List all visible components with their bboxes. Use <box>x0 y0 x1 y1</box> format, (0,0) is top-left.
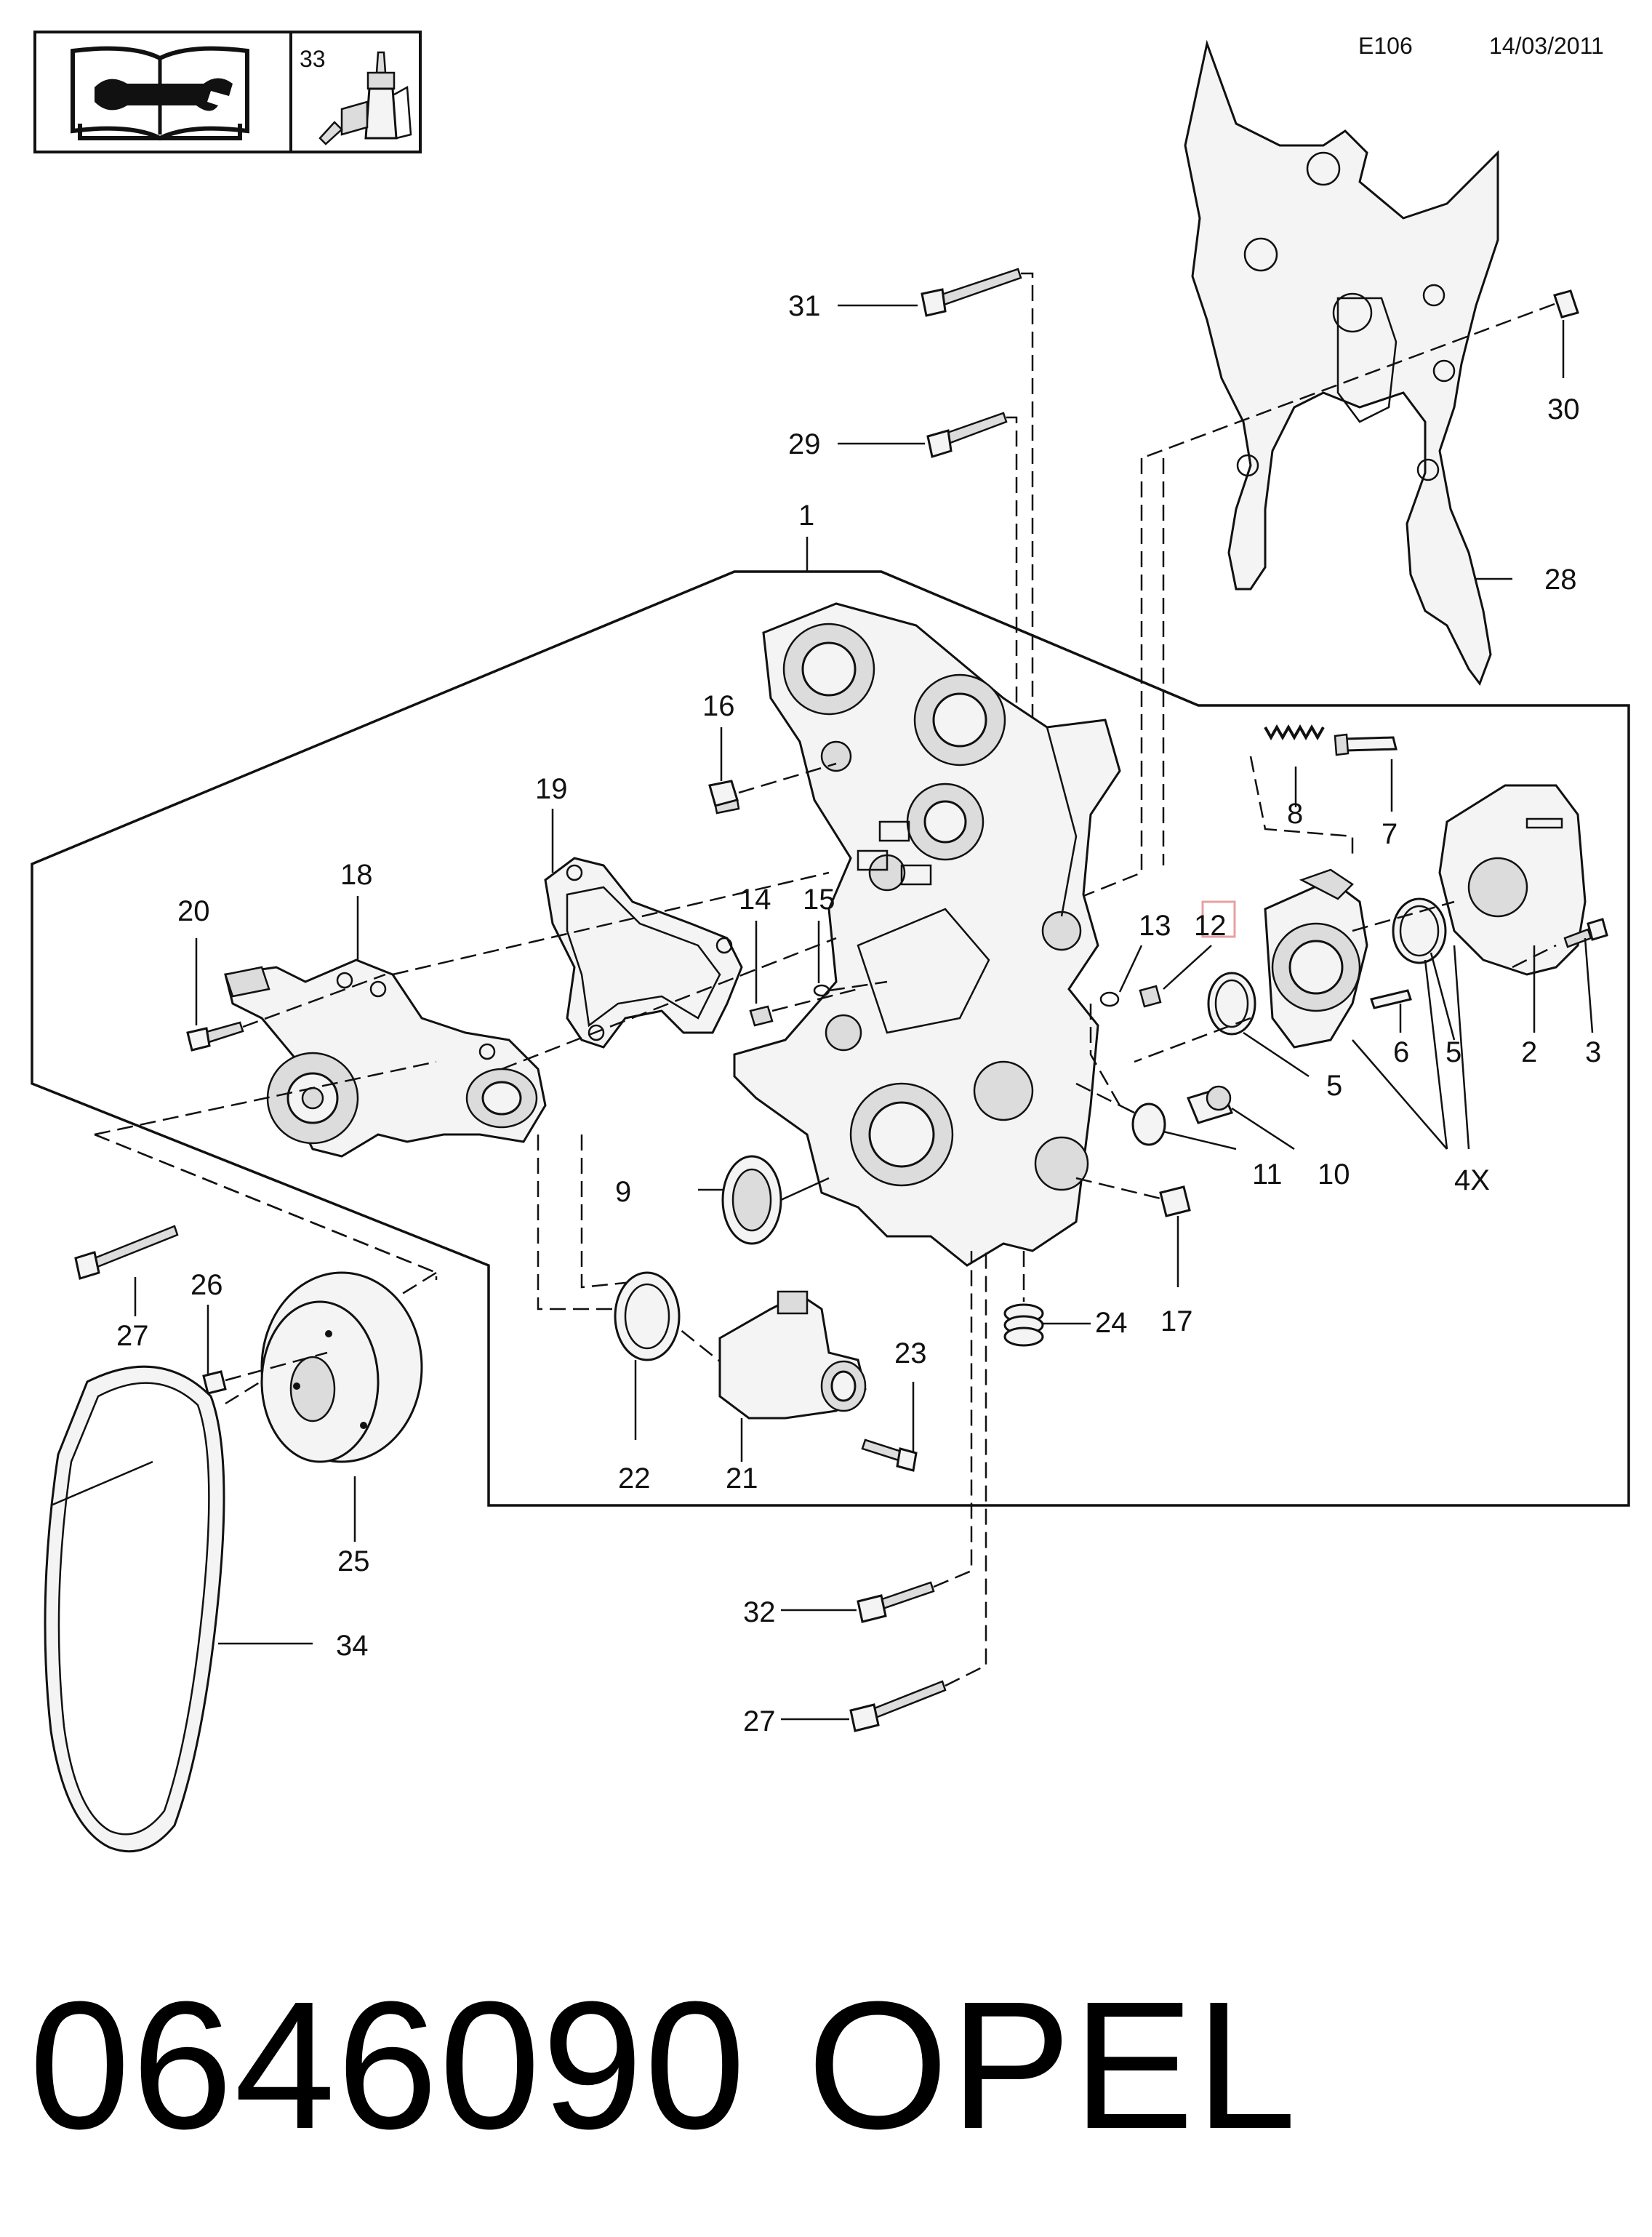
callout-7: 7 <box>1382 818 1398 850</box>
pulley <box>260 1271 423 1463</box>
timing-case <box>733 602 1121 1267</box>
callout-34: 34 <box>336 1630 369 1662</box>
callout-23: 23 <box>894 1337 927 1369</box>
seal-9 <box>721 1155 830 1245</box>
callout-31: 31 <box>788 290 821 322</box>
ring-15 <box>813 980 888 997</box>
insert-24 <box>1003 1251 1044 1347</box>
bolt-27-bottom <box>849 1251 987 1732</box>
callout-29: 29 <box>788 428 821 460</box>
bolt-26 <box>202 1351 328 1395</box>
screw-3 <box>1563 918 1608 948</box>
bolt-30 <box>1141 289 1579 460</box>
washer-13 <box>1099 991 1120 1007</box>
sealant-ref: 33 <box>300 46 326 72</box>
water-pump-gasket <box>544 857 743 1049</box>
bolt-20 <box>186 973 386 1052</box>
callout-24: 24 <box>1095 1307 1128 1339</box>
bolt-14 <box>749 988 859 1027</box>
callout-19: 19 <box>535 773 568 805</box>
callout-labels: 31 29 1 30 28 16 19 18 20 14 15 13 12 8 … <box>116 290 1601 1737</box>
bolt-27-left <box>74 1225 179 1280</box>
footer: 0646090 OPEL <box>29 1964 1629 2182</box>
oil-pump-cover <box>1438 784 1587 976</box>
callout-22: 22 <box>618 1462 651 1494</box>
callout-20: 20 <box>177 895 210 927</box>
highlight-box <box>1201 900 1236 938</box>
manual-wrench-icon <box>71 46 249 141</box>
callout-11: 11 <box>1252 1158 1283 1190</box>
v-belt <box>44 1365 225 1853</box>
sealant-tube-icon <box>318 51 412 145</box>
callout-2: 2 <box>1521 1036 1537 1068</box>
plug-12 <box>1139 985 1162 1008</box>
callout-12: 12 <box>1194 910 1227 942</box>
quantity-4x: 4X <box>1454 1164 1490 1196</box>
callout-13: 13 <box>1139 910 1171 942</box>
plunger-7 <box>1334 733 1398 756</box>
bolt-31 <box>921 268 1034 916</box>
spring-8 <box>1264 724 1325 741</box>
callout-30: 30 <box>1547 393 1580 425</box>
plug-10 <box>1186 1085 1234 1124</box>
callout-21: 21 <box>726 1462 758 1494</box>
o-ring-5b <box>1207 972 1256 1036</box>
callout-27-left: 27 <box>116 1320 149 1352</box>
o-ring-5a <box>1392 897 1447 964</box>
callout-8: 8 <box>1287 798 1303 830</box>
callout-25: 25 <box>337 1545 370 1577</box>
callout-1: 1 <box>798 500 814 532</box>
callout-26: 26 <box>191 1269 223 1301</box>
diagram-code: E106 <box>1358 33 1413 59</box>
leader-lines <box>134 304 1594 1721</box>
seal-22 <box>614 1271 681 1361</box>
part-number: 0646090 <box>29 1964 747 2166</box>
callout-5-left: 5 <box>1326 1070 1342 1102</box>
callout-5-right: 5 <box>1446 1036 1461 1068</box>
plug-17 <box>1075 1177 1191 1217</box>
callout-18: 18 <box>340 859 373 891</box>
callout-28: 28 <box>1544 564 1577 596</box>
callout-14: 14 <box>739 884 771 916</box>
ring-11 <box>1131 1103 1166 1146</box>
pin-6 <box>1370 989 1412 1009</box>
callout-3: 3 <box>1585 1036 1601 1068</box>
assembly-outline <box>31 570 1630 1507</box>
plug-16 <box>708 762 837 815</box>
callout-16: 16 <box>702 690 735 722</box>
diagram-date: 14/03/2011 <box>1489 33 1604 59</box>
callout-17: 17 <box>1160 1305 1193 1337</box>
callout-27-bottom: 27 <box>743 1705 776 1737</box>
timing-cover-gasket <box>1184 39 1499 687</box>
brand-name: OPEL <box>807 1964 1298 2166</box>
oil-pump-housing <box>1264 868 1368 1049</box>
callout-15: 15 <box>803 884 835 916</box>
callout-32: 32 <box>743 1596 776 1628</box>
thermostat-housing <box>718 1290 867 1420</box>
callout-10: 10 <box>1318 1158 1350 1190</box>
callout-9: 9 <box>615 1176 631 1208</box>
legend-box: 33 <box>33 31 422 153</box>
callout-6: 6 <box>1393 1036 1409 1068</box>
bolt-23 <box>861 1438 918 1472</box>
water-pump <box>224 959 547 1158</box>
bolt-32 <box>857 1251 973 1623</box>
